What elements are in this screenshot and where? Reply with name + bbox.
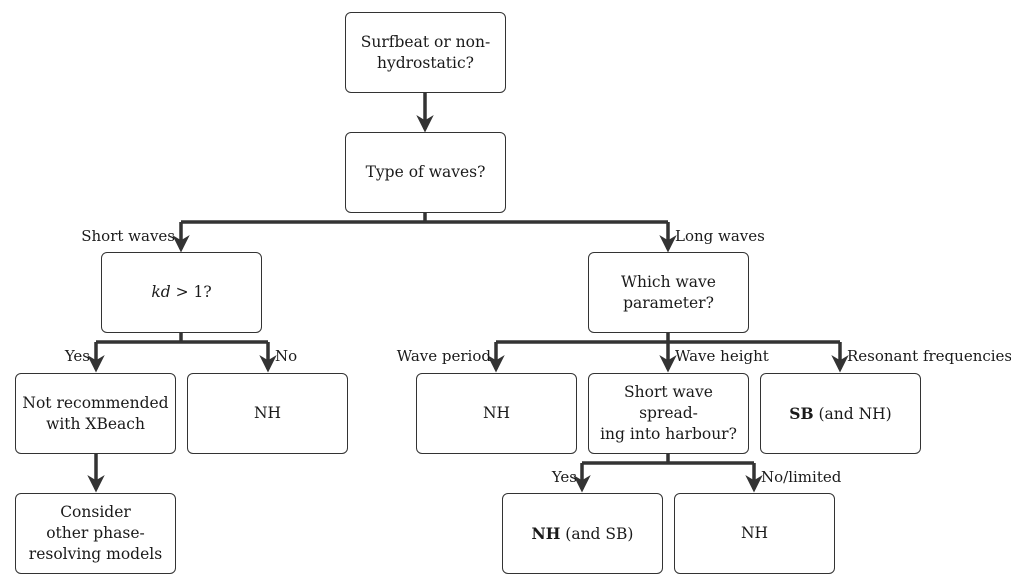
label-long-waves: Long waves bbox=[675, 227, 765, 245]
node-short-wave-spreading: Short wave spread- ing into harbour? bbox=[588, 373, 749, 454]
nh-bold: NH bbox=[531, 523, 561, 543]
node-nh-and-sb: NH (and SB) bbox=[502, 493, 663, 574]
node-consider-other-models: Consider other phase- resolving models bbox=[15, 493, 176, 574]
label-yes-kd: Yes bbox=[64, 347, 90, 365]
label-short-waves: Short waves bbox=[81, 227, 175, 245]
label-wave-height: Wave height bbox=[675, 347, 769, 365]
node-nh-short-waves: NH bbox=[187, 373, 348, 454]
node-text: other phase- bbox=[46, 524, 145, 542]
node-text: kd > 1? bbox=[151, 282, 211, 303]
label-yes-spread: Yes bbox=[551, 468, 577, 486]
node-nh-wave-period: NH bbox=[416, 373, 577, 454]
node-text: Consider bbox=[60, 503, 131, 521]
node-kd-condition: kd > 1? bbox=[101, 252, 262, 333]
node-text: ing into harbour? bbox=[600, 425, 737, 443]
label-no-limited: No/limited bbox=[761, 468, 842, 486]
node-type-of-waves: Type of waves? bbox=[345, 132, 506, 213]
node-text: parameter? bbox=[623, 293, 714, 312]
node-not-recommended: Not recommended with XBeach bbox=[15, 373, 176, 454]
node-nh-limited: NH bbox=[674, 493, 835, 574]
node-sb-and-nh: SB (and NH) bbox=[760, 373, 921, 454]
node-text: Short wave spread- bbox=[624, 383, 713, 422]
node-text: with XBeach bbox=[46, 414, 145, 433]
label-no-kd: No bbox=[275, 347, 298, 365]
sb-bold: SB bbox=[789, 403, 814, 423]
node-text: resolving models bbox=[28, 545, 163, 563]
node-text: Which wave bbox=[621, 272, 716, 291]
node-text: NH bbox=[482, 404, 511, 422]
kd-symbol: kd bbox=[151, 283, 171, 301]
kd-condition-text: > 1? bbox=[170, 283, 212, 301]
label-wave-period: Wave period bbox=[396, 347, 491, 365]
node-text: hydrostatic? bbox=[376, 53, 474, 72]
node-text: Not recommended bbox=[22, 393, 169, 412]
label-resonant-frequencies: Resonant frequencies bbox=[847, 347, 1011, 365]
node-text: NH (and SB) bbox=[532, 523, 634, 545]
node-which-wave-parameter: Which wave parameter? bbox=[588, 252, 749, 333]
sb-rest: (and NH) bbox=[813, 404, 892, 423]
nh-rest: (and SB) bbox=[560, 524, 634, 543]
node-text: NH bbox=[740, 524, 769, 542]
node-text: Surfbeat or non- bbox=[360, 32, 491, 51]
node-text: SB (and NH) bbox=[789, 403, 891, 425]
node-text: NH bbox=[253, 404, 282, 422]
node-surfbeat-or-nonhydrostatic: Surfbeat or non- hydrostatic? bbox=[345, 12, 506, 93]
node-text: Type of waves? bbox=[365, 163, 486, 181]
